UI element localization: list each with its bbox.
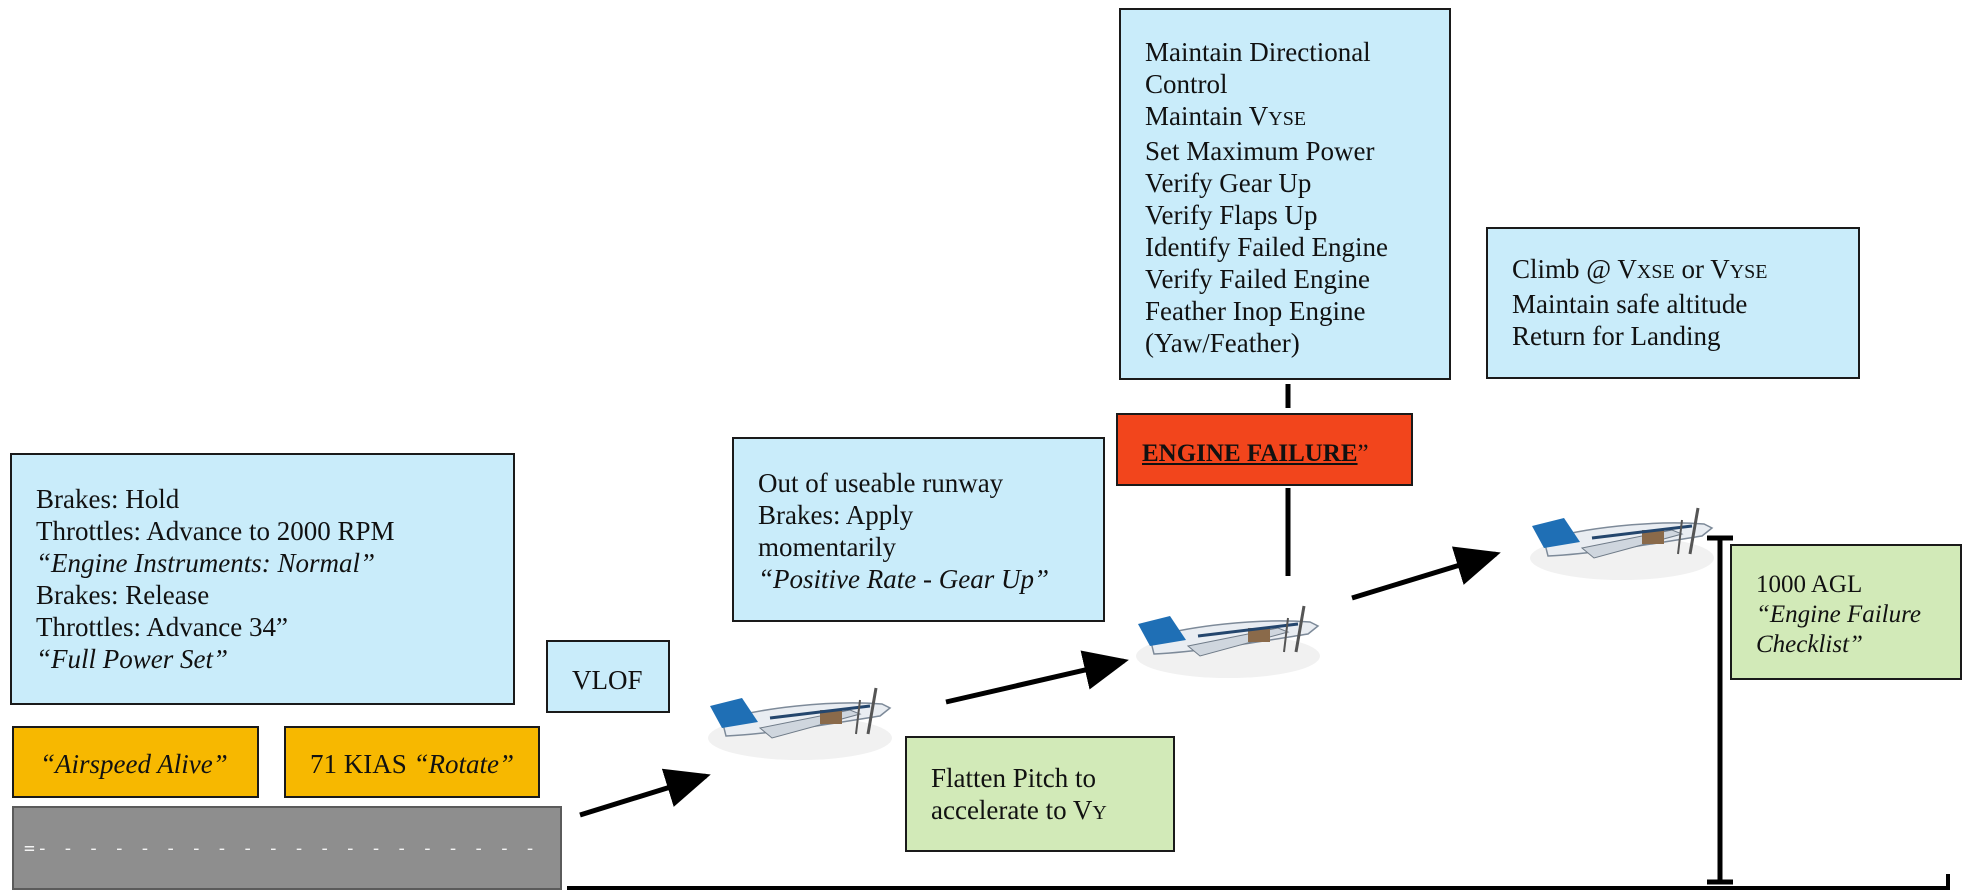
gear-up-callout: “Positive Rate - Gear Up” (758, 564, 1049, 594)
arrow-climb (945, 650, 1129, 705)
climb-line2: Maintain safe altitude (1512, 289, 1748, 319)
rotate-box: 71 KIAS “Rotate” (284, 726, 540, 798)
flatten-pitch-box: Flatten Pitch to accelerate to VY (905, 736, 1175, 852)
action-control: Control (1145, 69, 1228, 99)
twin-engine-airplane-icon (708, 687, 892, 760)
action-vyse: Maintain VYSE (1145, 101, 1307, 131)
engine-failure-quote: ” (1357, 440, 1369, 467)
action-identify: Identify Failed Engine (1145, 232, 1388, 262)
action-feather: Feather Inop Engine (1145, 296, 1366, 326)
twin-engine-airplane-icon (1530, 507, 1714, 580)
vlof-box: VLOF (546, 640, 670, 713)
flatten-line1: Flatten Pitch to (931, 763, 1096, 793)
action-yaw-feather: (Yaw/Feather) (1145, 328, 1300, 358)
brakes-apply-text: Brakes: Apply (758, 500, 914, 530)
engine-failure-box: ENGINE FAILURE” (1116, 413, 1413, 486)
rotate-speed: 71 KIAS (310, 749, 407, 779)
checklist-callout-1: “Engine Failure (1756, 601, 1922, 628)
brakes-hold-text: Brakes: Hold (36, 484, 180, 514)
vlof-label: VLOF (572, 665, 643, 695)
rotate-callout: “Rotate” (413, 749, 515, 779)
runway-centerline: =- - - - - - - - - - - - - - - - - - - -… (24, 842, 548, 856)
positive-rate-box: Out of useable runway Brakes: Apply mome… (732, 437, 1105, 622)
full-power-callout: “Full Power Set” (36, 644, 229, 674)
arrow-engine-out-climb (1351, 546, 1501, 601)
altitude-checklist-box: 1000 AGL “Engine Failure Checklist” (1730, 544, 1962, 680)
throttles-2000-text: Throttles: Advance to 2000 RPM (36, 516, 395, 546)
climb-box: Climb @ VXSE or VYSE Maintain safe altit… (1486, 227, 1860, 379)
action-directional: Maintain Directional (1145, 37, 1371, 67)
arrow-liftoff (579, 768, 711, 818)
momentarily-text: momentarily (758, 532, 896, 562)
flatten-line2: accelerate to VY (931, 795, 1107, 825)
action-gear-up: Verify Gear Up (1145, 168, 1312, 198)
action-verify: Verify Failed Engine (1145, 264, 1370, 294)
climb-line1: Climb @ VXSE or VYSE (1512, 254, 1768, 284)
out-of-runway-text: Out of useable runway (758, 468, 1004, 498)
climb-line3: Return for Landing (1512, 321, 1721, 351)
twin-engine-airplane-icon (1136, 605, 1320, 678)
action-flaps-up: Verify Flaps Up (1145, 200, 1318, 230)
takeoff-procedure-box: Brakes: Hold Throttles: Advance to 2000 … (10, 453, 515, 705)
altitude-label: 1000 AGL (1756, 571, 1863, 598)
airspeed-alive-callout: “Airspeed Alive” (40, 749, 228, 779)
checklist-callout-2: Checklist” (1756, 631, 1863, 658)
action-max-power: Set Maximum Power (1145, 136, 1375, 166)
runway: =- - - - - - - - - - - - - - - - - - - -… (12, 806, 562, 890)
brakes-release-text: Brakes: Release (36, 580, 210, 610)
throttles-34-text: Throttles: Advance 34” (36, 612, 288, 642)
engine-failure-actions-box: Maintain Directional Control Maintain VY… (1119, 8, 1451, 380)
engine-failure-label: ENGINE FAILURE (1142, 440, 1358, 467)
airspeed-alive-box: “Airspeed Alive” (12, 726, 259, 798)
engine-instruments-callout: “Engine Instruments: Normal” (36, 548, 376, 578)
